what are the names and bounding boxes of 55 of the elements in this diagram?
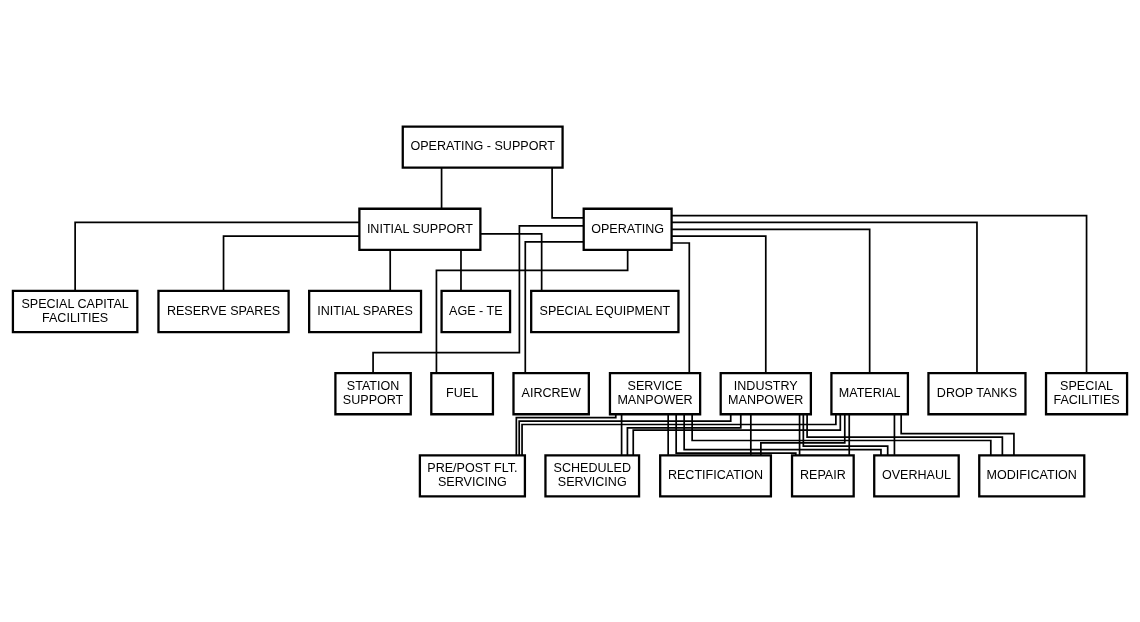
connector (626, 413, 742, 456)
connector (389, 248, 392, 291)
connector (671, 221, 978, 374)
node-box: FUEL (430, 371, 495, 415)
connector (667, 413, 670, 456)
node-box: REPAIR (790, 453, 855, 498)
node-box: OPERATING (582, 207, 673, 251)
node-box: RECTIFICATION (659, 453, 773, 498)
node-box: SPECIAL EQUIPMENT (530, 289, 680, 333)
connector (670, 214, 1088, 374)
node-box: RESERVE SPARES (157, 289, 290, 333)
connector (798, 413, 801, 456)
node-box: DROP TANKS (927, 371, 1027, 415)
node-box: INDUSTRY MANPOWER (719, 371, 812, 415)
node-box: MODIFICATION (978, 453, 1086, 498)
connector (893, 413, 896, 456)
node-box: PRE/POST FLT. SERVICING (418, 453, 527, 498)
connector (632, 413, 842, 456)
node-box: SERVICE MANPOWER (608, 371, 702, 415)
node-box: AGE - TE (440, 289, 512, 333)
node-box: SPECIAL FACILITIES (1044, 371, 1129, 415)
connector (670, 241, 691, 374)
connector (521, 413, 837, 456)
node-box: OVERHAUL (873, 453, 960, 498)
connector (749, 413, 752, 456)
connector (806, 413, 1004, 456)
connector (551, 166, 585, 219)
node-box: SPECIAL CAPITAL FACILITIES (11, 289, 139, 333)
node-box: INITIAL SUPPORT (358, 207, 482, 251)
connector (222, 234, 361, 292)
connector (372, 224, 585, 374)
connector (671, 227, 871, 374)
connector (460, 248, 462, 291)
connector (691, 413, 992, 456)
node-box: AIRCREW (512, 371, 590, 415)
connector (435, 248, 629, 374)
connector (515, 412, 617, 456)
connector (802, 413, 889, 456)
connector (518, 413, 732, 456)
node-box: STATION SUPPORT (334, 371, 412, 415)
connector (848, 413, 851, 456)
connector (683, 413, 882, 456)
node-box: INITIAL SPARES (308, 289, 423, 333)
connector (74, 221, 360, 292)
connector (760, 413, 846, 456)
node-box: OPERATING - SUPPORT (401, 124, 564, 169)
connector (900, 413, 1015, 456)
connector (524, 240, 585, 374)
connector (479, 232, 543, 292)
connector (670, 234, 767, 374)
node-box: SCHEDULED SERVICING (544, 453, 641, 498)
connector (675, 413, 797, 456)
connector (440, 166, 443, 209)
connector (620, 413, 623, 456)
node-box: MATERIAL (830, 371, 910, 415)
